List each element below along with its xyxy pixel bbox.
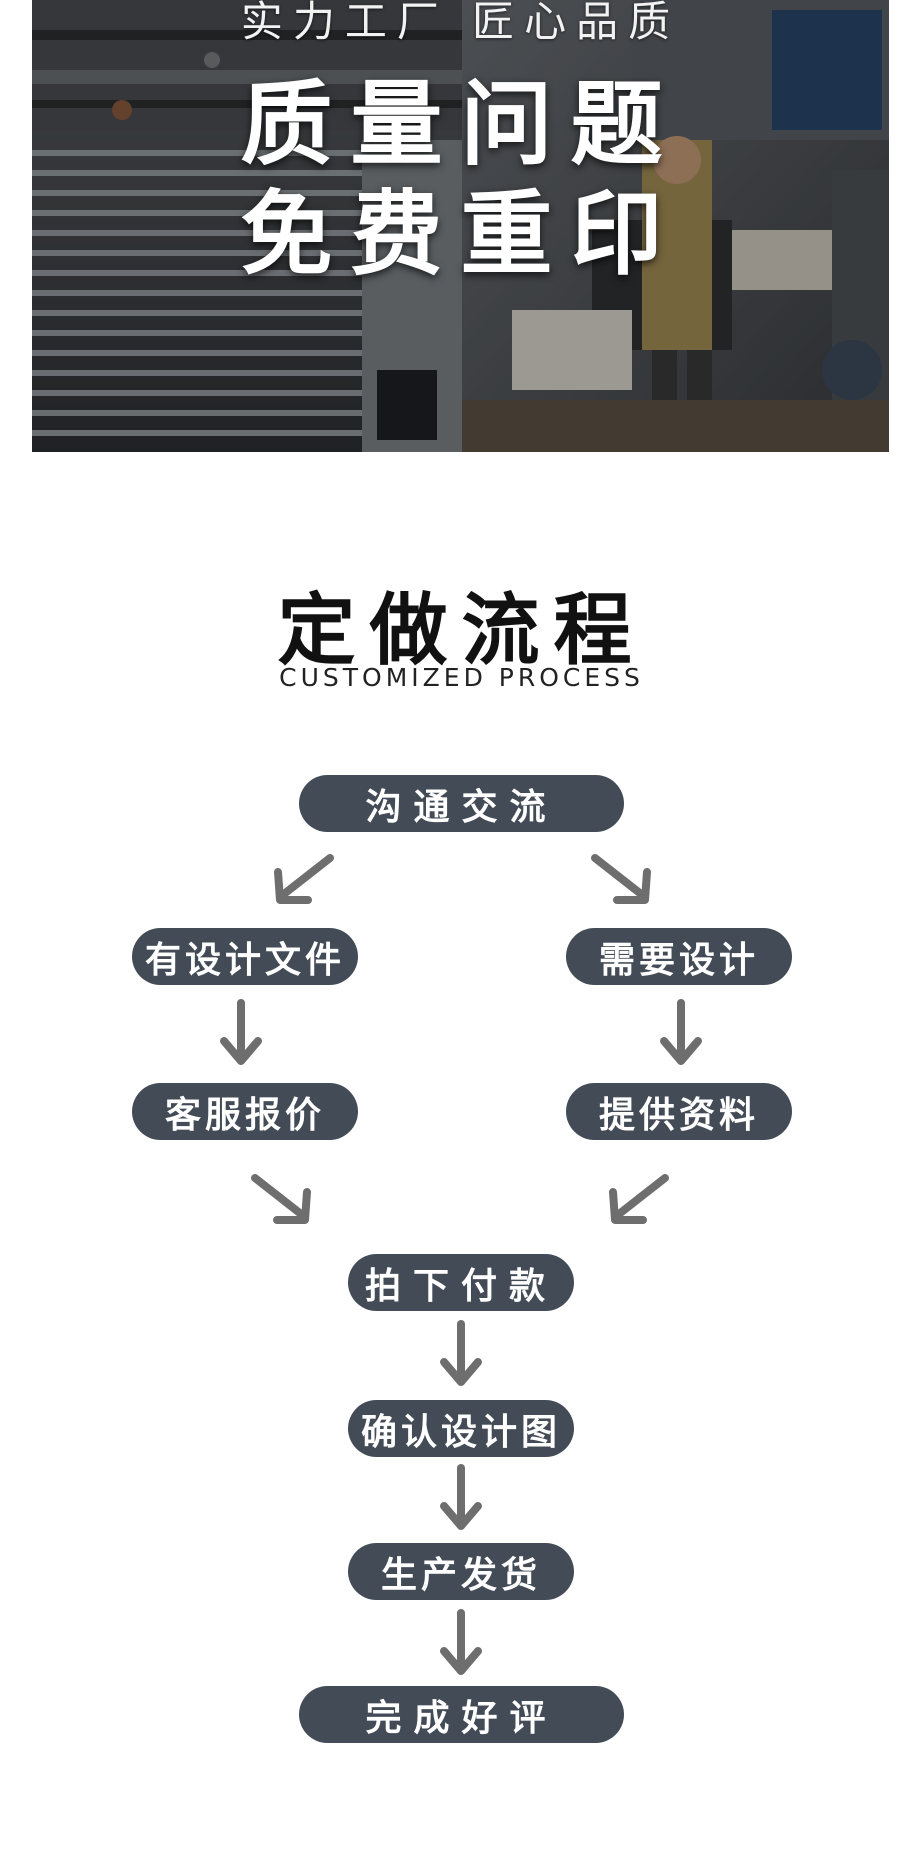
arrow-down-right-icon <box>585 850 655 910</box>
hero-banner: 实力工厂 匠心品质 质量问题 免费重印 <box>32 0 889 452</box>
factory-photo <box>32 0 889 452</box>
step-pay: 拍下付款 <box>348 1254 574 1311</box>
arrow-down-icon <box>436 1462 486 1534</box>
hero-title-line2: 免费重印 <box>240 181 681 288</box>
process-subtitle: CUSTOMIZED PROCESS <box>279 663 644 692</box>
step-review: 完成好评 <box>299 1686 624 1743</box>
step-confirm-design: 确认设计图 <box>348 1400 574 1457</box>
step-quote: 客服报价 <box>132 1083 358 1140</box>
step-have-design: 有设计文件 <box>132 928 358 985</box>
arrow-down-left-icon <box>605 1170 675 1230</box>
process-title: 定做流程 <box>277 586 646 676</box>
step-need-design: 需要设计 <box>566 928 792 985</box>
hero-tagline: 实力工厂 匠心品质 <box>240 0 681 46</box>
arrow-down-right-icon <box>245 1170 315 1230</box>
arrow-down-icon <box>656 997 706 1069</box>
step-produce-ship: 生产发货 <box>348 1543 574 1600</box>
step-communicate: 沟通交流 <box>299 775 624 832</box>
step-provide-info: 提供资料 <box>566 1083 792 1140</box>
arrow-down-icon <box>436 1607 486 1679</box>
arrow-down-icon <box>216 997 266 1069</box>
hero-title-line1: 质量问题 <box>240 71 681 178</box>
arrow-down-icon <box>436 1318 486 1390</box>
arrow-down-left-icon <box>270 850 340 910</box>
